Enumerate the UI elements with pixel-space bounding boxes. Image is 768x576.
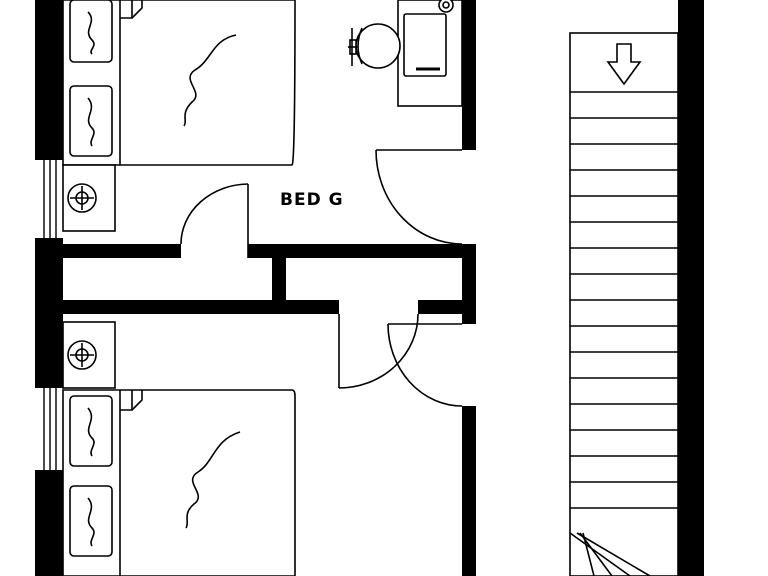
stair-direction-arrow-icon: [606, 43, 642, 86]
stair-treads: [570, 91, 678, 509]
left-exterior-wall-middle: [35, 238, 63, 388]
doors: [180, 149, 463, 407]
landing-partition-wall-top: [462, 0, 476, 150]
right-exterior-wall: [678, 0, 704, 576]
corridor-wall-lower-left: [63, 300, 339, 314]
landing-partition-wall-middle: [462, 244, 476, 324]
bed-icon: [62, 389, 296, 576]
walls: [35, 0, 704, 576]
corridor-wall-upper-right: [248, 244, 464, 258]
door-swing-icon: [375, 149, 463, 245]
stair-winders: [569, 532, 651, 576]
bed-g-room: [62, 0, 463, 232]
lower-bedroom: [62, 321, 296, 576]
corridor-wall-upper-left: [63, 244, 181, 258]
bedside-lamp-icon: [62, 321, 116, 389]
corridor-wall-lower-right: [418, 300, 464, 314]
bedside-lamp-icon: [62, 164, 116, 232]
desk-icon: [397, 0, 463, 107]
room-label-bed-g: BED G: [280, 190, 344, 210]
pillow-icon: [69, 0, 113, 157]
left-exterior-wall-top: [35, 0, 63, 160]
door-swing-icon: [387, 323, 463, 407]
staircase-icon: [569, 32, 679, 576]
landing-partition-wall-bottom: [462, 406, 476, 576]
bed-icon: [62, 0, 296, 166]
pillow-icon: [69, 395, 113, 557]
window-upper: [43, 160, 57, 238]
door-swing-icon: [338, 313, 419, 389]
door-swing-icon: [180, 183, 249, 258]
window-lower: [43, 388, 57, 470]
cupboard-divider-wall: [272, 258, 286, 302]
desk-chair-icon: [348, 23, 401, 69]
left-exterior-wall-bottom: [35, 470, 63, 576]
windows: [43, 160, 57, 470]
